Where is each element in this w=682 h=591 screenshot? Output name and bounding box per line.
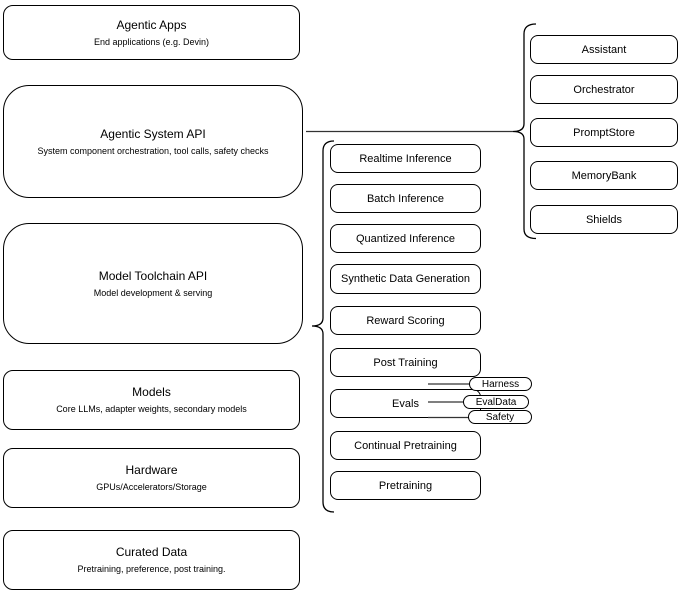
node-models-subtitle: Core LLMs, adapter weights, secondary mo… bbox=[56, 404, 247, 414]
node-reward-scoring: Reward Scoring bbox=[330, 306, 481, 335]
node-curated-data-subtitle: Pretraining, preference, post training. bbox=[77, 564, 226, 574]
node-quantized-inference: Quantized Inference bbox=[330, 224, 481, 253]
node-agentic-apps: Agentic Apps End applications (e.g. Devi… bbox=[3, 5, 300, 60]
node-agentic-apps-subtitle: End applications (e.g. Devin) bbox=[93, 36, 210, 47]
node-model-toolchain-api-title: Model Toolchain API bbox=[98, 268, 208, 283]
node-assistant: Assistant bbox=[530, 35, 678, 64]
node-agentic-apps-title: Agentic Apps bbox=[116, 17, 187, 32]
node-pretraining: Pretraining bbox=[330, 471, 481, 500]
node-agentic-system-api-title: Agentic System API bbox=[100, 126, 206, 141]
node-orchestrator: Orchestrator bbox=[530, 75, 678, 104]
node-models-title: Models bbox=[132, 385, 171, 399]
node-memorybank: MemoryBank bbox=[530, 161, 678, 190]
node-evals: Evals bbox=[330, 389, 481, 418]
tag-evaldata: EvalData bbox=[463, 395, 529, 409]
node-models: Models Core LLMs, adapter weights, secon… bbox=[3, 370, 300, 430]
node-curated-data: Curated Data Pretraining, preference, po… bbox=[3, 530, 300, 590]
node-synthetic-data-generation: Synthetic Data Generation bbox=[330, 264, 481, 294]
node-hardware-title: Hardware bbox=[125, 463, 178, 477]
node-curated-data-title: Curated Data bbox=[115, 545, 188, 559]
node-shields: Shields bbox=[530, 205, 678, 234]
node-model-toolchain-api-subtitle: Model development & serving bbox=[93, 287, 213, 298]
node-hardware: Hardware GPUs/Accelerators/Storage bbox=[3, 448, 300, 508]
tag-safety: Safety bbox=[468, 410, 532, 424]
node-model-toolchain-api: Model Toolchain API Model development & … bbox=[3, 223, 303, 344]
node-realtime-inference: Realtime Inference bbox=[330, 144, 481, 173]
tag-harness: Harness bbox=[469, 377, 532, 391]
node-batch-inference: Batch Inference bbox=[330, 184, 481, 213]
node-hardware-subtitle: GPUs/Accelerators/Storage bbox=[96, 482, 207, 492]
node-promptstore: PromptStore bbox=[530, 118, 678, 147]
node-agentic-system-api: Agentic System API System component orch… bbox=[3, 85, 303, 198]
node-agentic-system-api-subtitle: System component orchestration, tool cal… bbox=[37, 145, 269, 156]
node-continual-pretraining: Continual Pretraining bbox=[330, 431, 481, 460]
node-post-training: Post Training bbox=[330, 348, 481, 377]
